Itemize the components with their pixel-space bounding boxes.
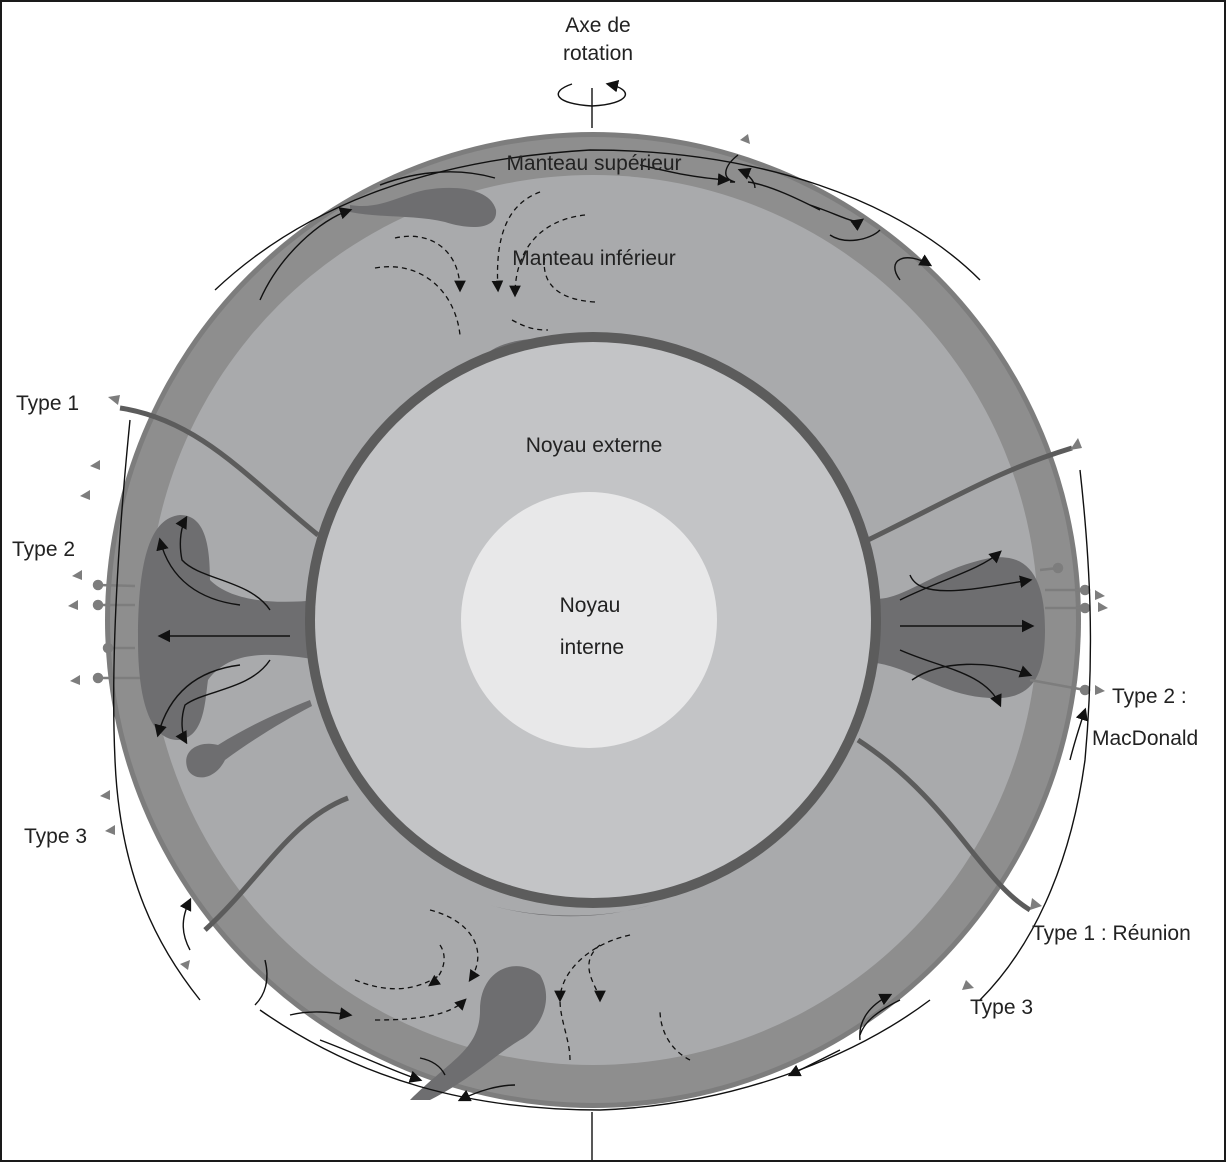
rotation-arrow-icon <box>557 79 627 107</box>
inner-core-label-line2: interne <box>560 636 624 659</box>
inner-core-label-line1: Noyau <box>560 594 621 617</box>
inner-core <box>461 492 717 748</box>
axis-label-line2: rotation <box>563 42 633 65</box>
surface-hotspot-marks <box>68 134 1108 990</box>
mantle-boundaries <box>119 405 1073 932</box>
lower-left-small-plume <box>186 700 312 778</box>
lower-mantle-label: Manteau inférieur <box>512 247 675 270</box>
lower-mantle-flows <box>354 191 691 1061</box>
plume-internal-flows <box>154 515 1035 745</box>
type3-right-label: Type 3 <box>970 996 1033 1019</box>
bottom-plume <box>410 966 547 1100</box>
type1-left-label: Type 1 <box>16 392 79 415</box>
right-plume <box>868 557 1045 699</box>
upper-left-plume-head <box>350 187 497 227</box>
upper-mantle-label: Manteau supérieur <box>506 152 681 175</box>
type3-left-label: Type 3 <box>24 825 87 848</box>
plume-conduits <box>92 562 1091 696</box>
outer-core-label: Noyau externe <box>526 434 663 457</box>
type1-right-label: Type 1 : Réunion <box>1032 922 1191 945</box>
type2-left-label: Type 2 <box>12 538 75 561</box>
type2-right-label-line1: Type 2 : <box>1112 685 1187 708</box>
upper-mantle-flows <box>112 149 1092 1111</box>
bottom-core-blob <box>490 905 650 917</box>
left-plume <box>138 515 318 740</box>
axis-label-line1: Axe de <box>565 14 630 37</box>
type2-right-label-line2: MacDonald <box>1092 727 1198 750</box>
